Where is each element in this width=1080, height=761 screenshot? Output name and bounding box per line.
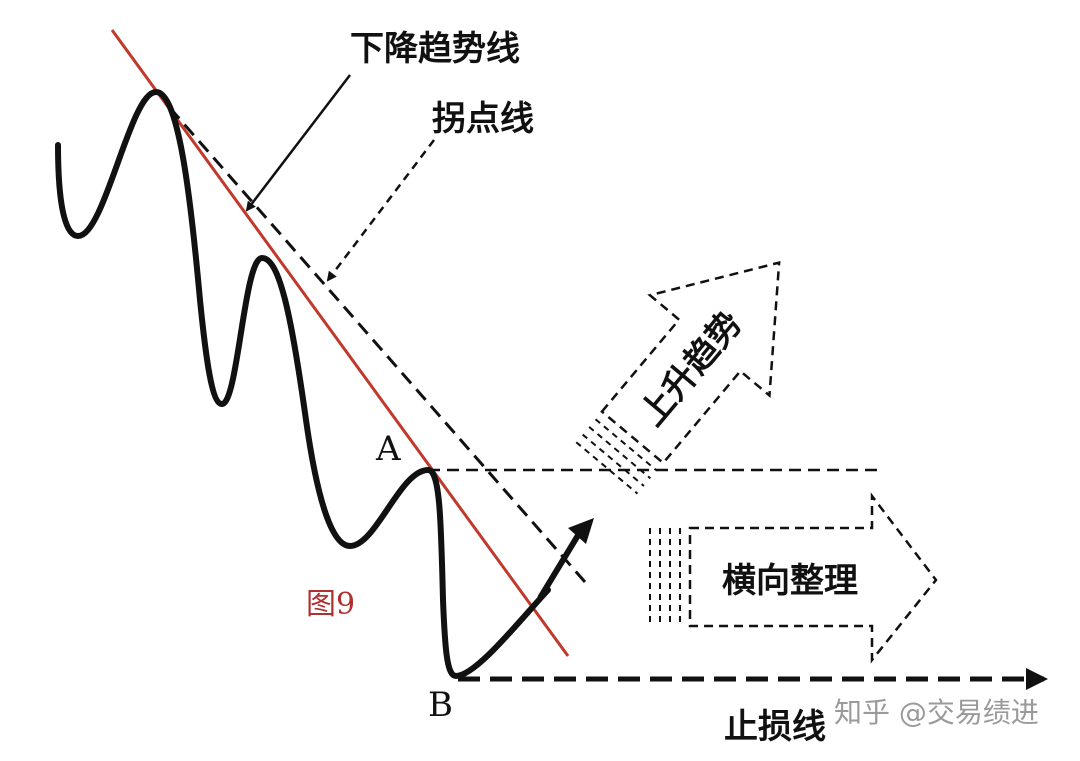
downtrend-line-label: 下降趋势线 [350, 29, 520, 69]
uptrend-label: 上升趋势 [632, 304, 750, 434]
rise-arrow [537, 530, 583, 600]
rise-arrow-head [568, 518, 594, 544]
uptrend-arrow: 上升趋势 [575, 260, 781, 495]
point-a-label: A [375, 429, 401, 469]
point-b-label: B [428, 685, 453, 725]
pivot-line-label: 拐点线 [432, 99, 534, 139]
watermark: 知乎 @交易绩进 [834, 696, 1039, 729]
figure-label: 图9 [306, 587, 355, 622]
pivot-pointer [326, 139, 435, 282]
stop-loss-label: 止损线 [724, 707, 826, 747]
consolidation-arrow: 横向整理 [649, 492, 938, 664]
downtrend-line [110, 29, 570, 657]
consolidation-label: 横向整理 [722, 561, 858, 601]
pivot-line [168, 107, 587, 583]
price-curve [55, 89, 551, 679]
downtrend-pointer [245, 74, 351, 212]
